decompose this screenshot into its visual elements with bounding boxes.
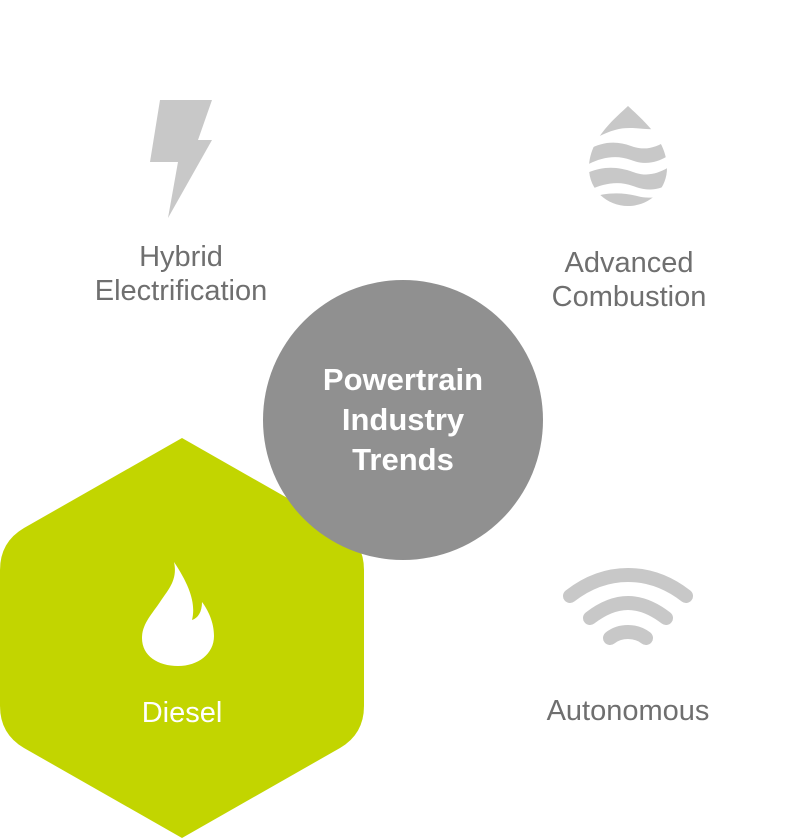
lightning-bolt-icon: [150, 100, 212, 218]
node-label-hybrid-electrification: Hybrid Electrification: [94, 241, 268, 307]
node-label-advanced-combustion: Advanced Combustion: [551, 247, 707, 313]
node-label-diesel: Diesel: [141, 697, 223, 729]
center-title: Powertrain Industry Trends: [322, 362, 484, 477]
fuel-drop-icon: [589, 106, 667, 206]
wireless-signal-icon: [563, 568, 693, 645]
flame-icon: [142, 562, 214, 666]
center-circle: Powertrain Industry Trends: [263, 280, 543, 560]
node-label-autonomous: Autonomous: [546, 695, 710, 727]
